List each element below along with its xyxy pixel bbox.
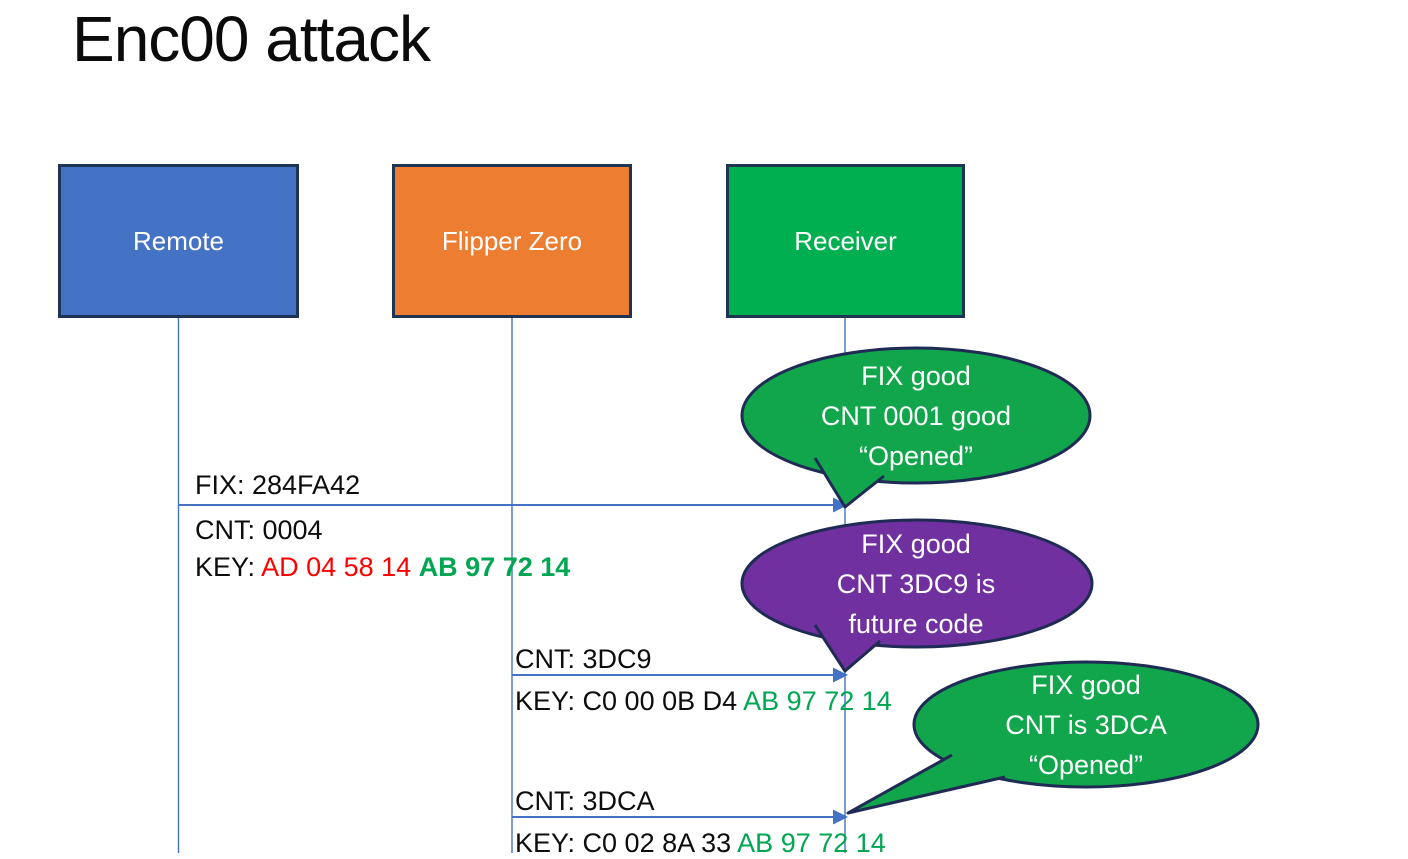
message-arrow-2 <box>512 667 848 683</box>
actor-box-flipper-zero: Flipper Zero <box>392 164 632 318</box>
message-1-fix-label: FIX: 284FA42 <box>195 470 361 500</box>
message-arrow-3-head <box>833 809 848 825</box>
message-1-cnt-label: CNT: 0004 <box>195 515 323 545</box>
message-3-cnt-label: CNT: 3DCA <box>515 786 655 816</box>
callout-2-line-3: future code <box>848 609 984 639</box>
message-2-key-prefix: KEY: C0 00 0B D4 <box>515 686 744 716</box>
actor-label-receiver: Receiver <box>794 225 897 256</box>
callout-bubble-1-ellipse <box>740 346 1092 485</box>
actor-box-receiver: Receiver <box>726 164 965 318</box>
message-1-key-label: KEY: AD 04 58 14 AB 97 72 14 <box>195 551 570 583</box>
message-3-key-prefix: KEY: C0 02 8A 33 <box>515 828 738 858</box>
message-3-key-label: KEY: C0 02 8A 33 AB 97 72 14 <box>515 827 886 859</box>
callout-3-line-1: FIX good <box>1031 670 1141 700</box>
callout-3-line-2: CNT is 3DCA <box>1005 710 1167 740</box>
actor-label-flipper-zero: Flipper Zero <box>441 225 583 256</box>
message-1-key-red-bytes: AD 04 58 14 <box>261 552 419 582</box>
callout-1-text: FIX good CNT 0001 good “Opened” <box>742 356 1090 476</box>
message-1-key-green-bytes: AB 97 72 14 <box>418 552 571 582</box>
actor-box-remote: Remote <box>58 164 299 318</box>
callout-2-text: FIX good CNT 3DC9 is future code <box>742 524 1090 644</box>
message-arrow-1 <box>178 497 848 513</box>
callout-bubble-2-ellipse <box>740 518 1094 649</box>
message-1-key-prefix: KEY: <box>195 552 262 582</box>
message-arrow-2-head <box>833 667 848 683</box>
message-arrow-3 <box>512 809 848 825</box>
message-2-cnt-label: CNT: 3DC9 <box>515 644 652 674</box>
callout-3-line-3: “Opened” <box>1028 750 1144 780</box>
callout-2-line-2: CNT 3DC9 is <box>836 569 996 599</box>
callout-bubble-2-tail <box>813 624 881 673</box>
message-2-key-green-bytes: AB 97 72 14 <box>743 686 892 716</box>
page-title: Enc00 attack <box>72 3 431 75</box>
callout-bubble-3-ellipse <box>912 660 1260 789</box>
callout-bubble-3 <box>846 660 1260 815</box>
message-2-key-label: KEY: C0 00 0B D4 AB 97 72 14 <box>515 685 892 717</box>
callout-1-line-3: “Opened” <box>858 441 974 471</box>
callout-1-line-1: FIX good <box>861 361 971 391</box>
callout-1-line-2: CNT 0001 good <box>820 401 1012 431</box>
callout-2-line-1: FIX good <box>861 529 971 559</box>
callout-bubble-2 <box>740 518 1094 673</box>
callout-bubble-1-tail <box>813 457 885 509</box>
callout-bubble-3-tail <box>846 753 1006 815</box>
actor-label-remote: Remote <box>132 225 225 256</box>
callout-bubble-1 <box>740 346 1092 509</box>
message-3-key-green-bytes: AB 97 72 14 <box>737 828 886 858</box>
message-arrow-1-head <box>833 497 848 513</box>
callout-3-text: FIX good CNT is 3DCA “Opened” <box>912 665 1260 785</box>
